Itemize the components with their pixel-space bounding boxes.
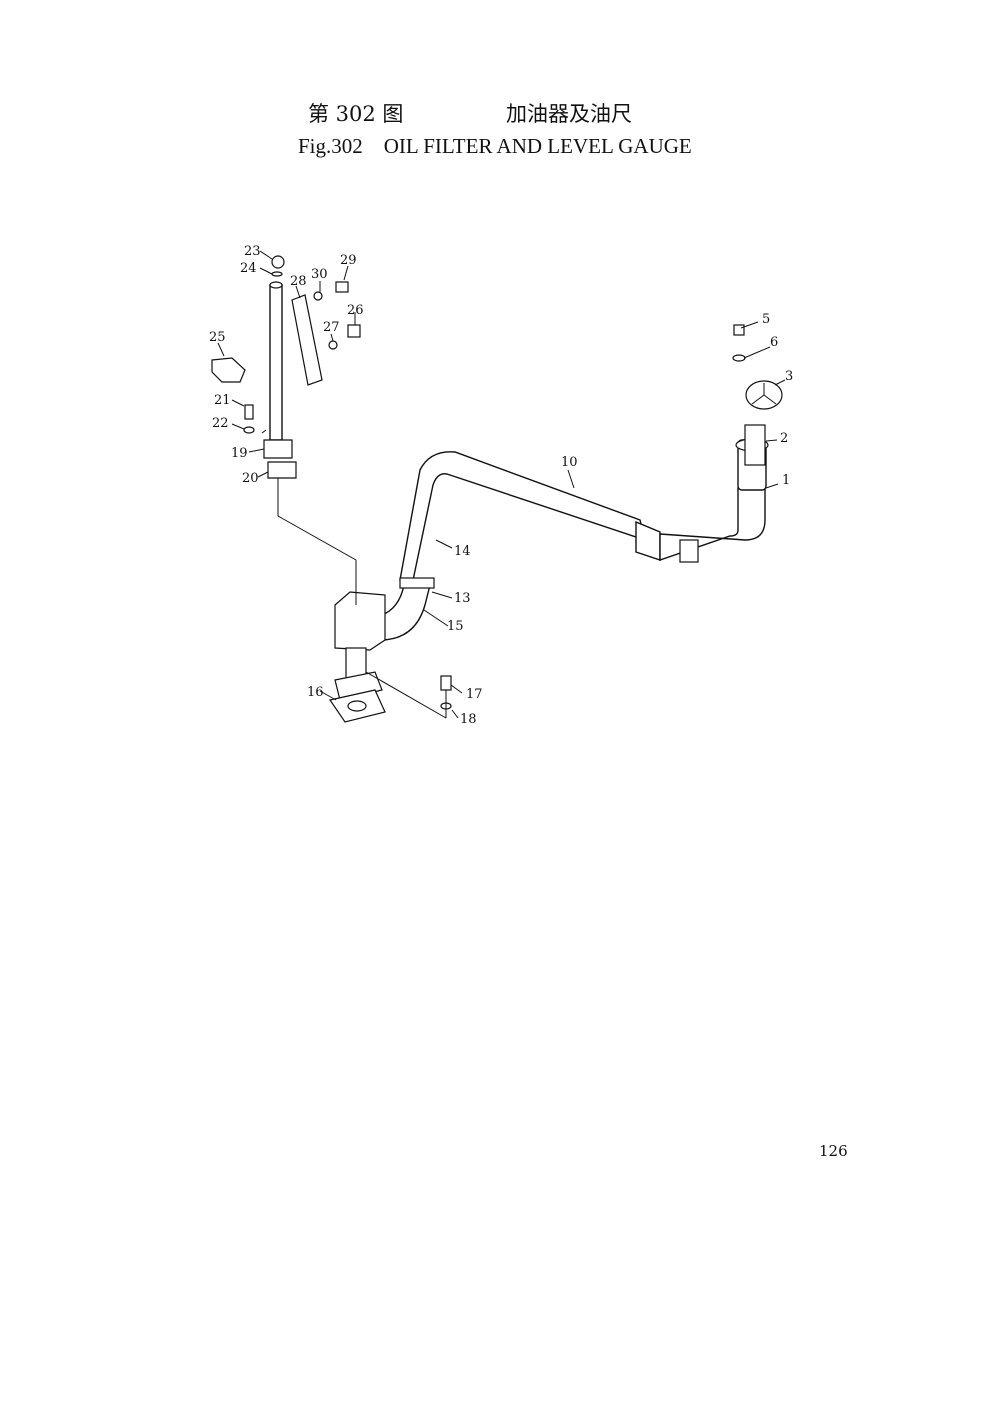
callout-22: 22 [212, 416, 229, 431]
callout-13: 13 [454, 591, 471, 606]
callout-5: 5 [762, 312, 770, 327]
callout-6: 6 [770, 335, 778, 350]
callout-2: 2 [780, 431, 788, 446]
callout-15: 15 [447, 619, 464, 634]
callout-27: 27 [323, 320, 340, 335]
filler-neck-1 [732, 324, 783, 491]
callout-17: 17 [466, 687, 483, 702]
callout-20: 20 [242, 471, 259, 486]
callout-23: 23 [244, 244, 261, 259]
callout-1: 1 [782, 473, 790, 488]
callout-25: 25 [209, 330, 226, 345]
callout-18: 18 [460, 712, 477, 727]
callout-24: 24 [240, 261, 257, 276]
callout-26: 26 [347, 303, 364, 318]
page-number: 126 [819, 1142, 848, 1160]
callout-labels: 1 2 3 5 6 10 13 14 15 16 17 18 19 20 21 … [209, 244, 793, 727]
callout-10: 10 [561, 455, 578, 470]
callout-3: 3 [785, 369, 793, 384]
callout-19: 19 [231, 446, 248, 461]
callout-21: 21 [214, 393, 231, 408]
oil-riser-block [329, 577, 452, 723]
figure-number-cn: 第 302 图 [308, 102, 404, 126]
leader-lines [217, 250, 786, 719]
dipstick-assembly [211, 255, 361, 479]
callout-16: 16 [307, 685, 324, 700]
pipe-10 [399, 451, 766, 586]
figure-title-english: Fig.302 OIL FILTER AND LEVEL GAUGE [298, 134, 692, 158]
callout-30: 30 [311, 267, 328, 282]
figure-name-cn: 加油器及油尺 [506, 102, 632, 126]
callout-28: 28 [290, 274, 307, 289]
callout-29: 29 [340, 253, 357, 268]
callout-14: 14 [454, 544, 471, 559]
